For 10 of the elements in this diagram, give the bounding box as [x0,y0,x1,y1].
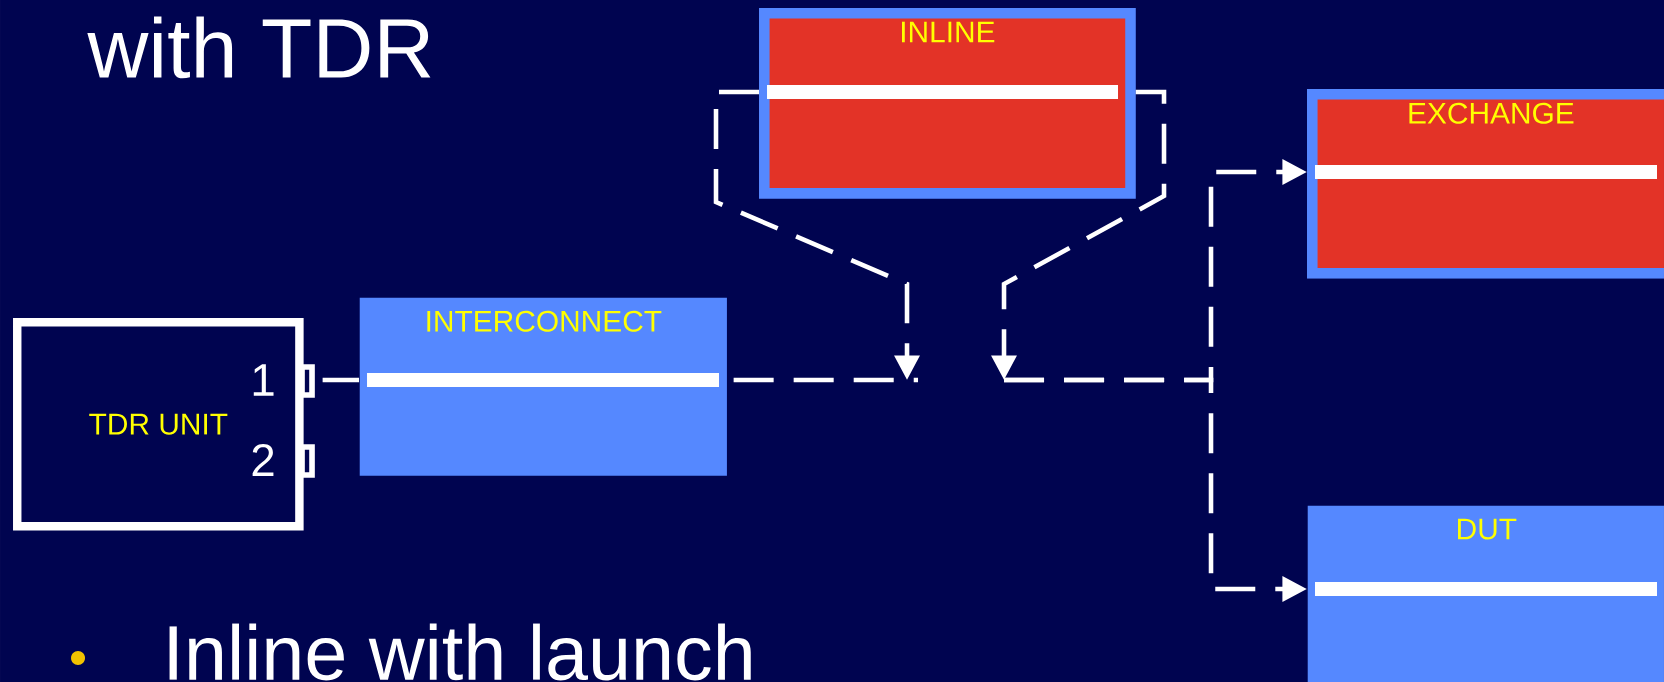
cable-box: INTERCONNECT [359,297,727,476]
connector [733,377,918,383]
port-number: 1 [253,364,274,396]
bullet-text: Inline with launch [169,623,751,681]
connector [322,377,359,383]
slide-title: with TDR [87,16,431,79]
cable-box: INLINE [759,8,1136,199]
cable-box: DUT [1307,505,1664,682]
cable-box: EXCHANGE [1307,89,1664,279]
port-number: 2 [252,444,274,476]
